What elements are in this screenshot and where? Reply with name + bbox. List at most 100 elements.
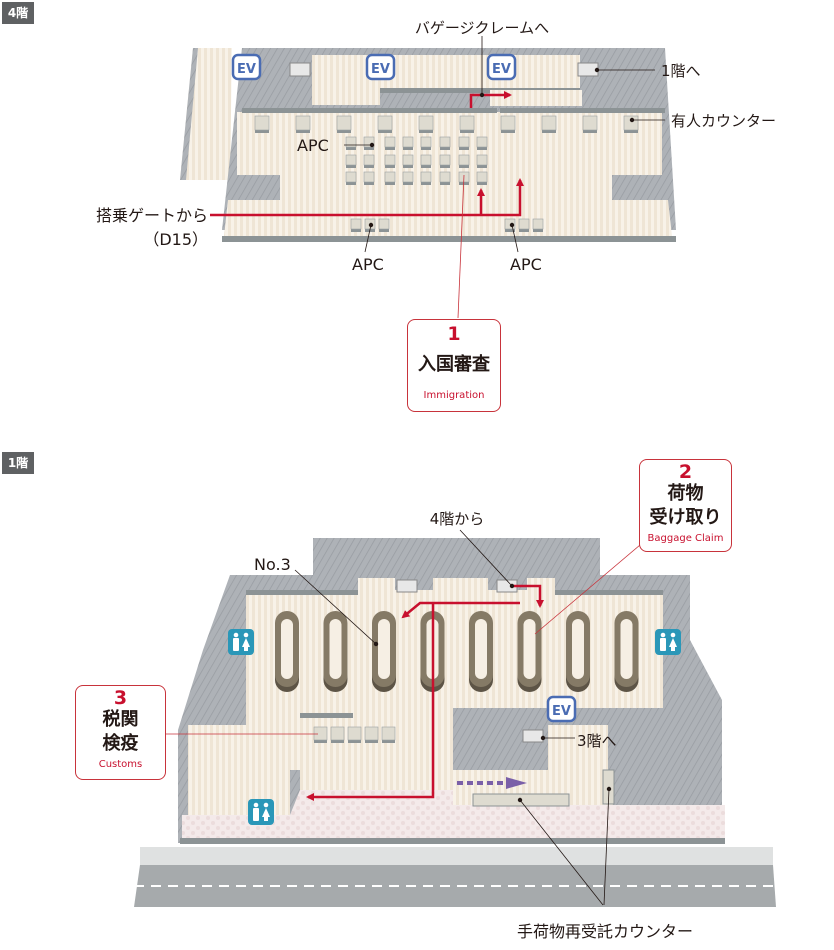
restroom-icon — [248, 799, 274, 825]
callout-title-line2: 検疫 — [102, 733, 139, 754]
apc-kiosk — [476, 154, 488, 168]
apc-kiosk — [350, 218, 362, 232]
apc-kiosk — [363, 136, 375, 150]
apc-kiosk — [439, 171, 451, 185]
carousel — [372, 611, 396, 692]
floor-1f-plan: EV 4階から No.3 3階へ 手荷物再受託カウンター — [134, 510, 776, 941]
callout-subtitle: Customs — [98, 759, 143, 770]
baggage-carousels — [275, 611, 639, 692]
callout-title-line1: 税関 — [102, 709, 139, 730]
apc-kiosk — [504, 218, 516, 232]
apc-kiosk — [420, 154, 432, 168]
label-from-gate: 搭乗ゲートから — [96, 206, 208, 225]
apc-kiosk — [363, 171, 375, 185]
callout-title: 入国審査 — [418, 354, 490, 375]
elevator-icon: EV — [365, 53, 396, 81]
immigration-counter — [336, 115, 352, 133]
callout-subtitle: Baggage Claim — [647, 533, 724, 544]
label-gate-d15: （D15） — [143, 230, 208, 249]
svg-text:EV: EV — [371, 62, 390, 77]
apc-kiosk — [402, 154, 414, 168]
apc-kiosk — [458, 136, 470, 150]
apc-kiosk — [518, 218, 530, 232]
label-rebag-counter: 手荷物再受託カウンター — [517, 922, 693, 941]
customs-counter — [381, 726, 396, 743]
apc-kiosk — [476, 171, 488, 185]
callout-title-line2: 受け取り — [649, 507, 722, 528]
stairs-icon — [522, 729, 544, 743]
apc-kiosk — [402, 136, 414, 150]
apc-kiosk — [532, 218, 544, 232]
apc-kiosk — [420, 136, 432, 150]
svg-text:EV: EV — [492, 62, 511, 77]
apc-kiosk — [402, 171, 414, 185]
apc-kiosk-grid — [345, 136, 488, 185]
step-number: 3 — [113, 687, 128, 709]
apc-kiosk — [363, 154, 375, 168]
label-carousel-no3: No.3 — [254, 555, 291, 574]
label-apc: APC — [297, 136, 329, 155]
elevator-icon: EV — [231, 53, 262, 81]
immigration-counter — [500, 115, 516, 133]
callout-title-line1: 荷物 — [667, 483, 704, 504]
immigration-counter — [295, 115, 311, 133]
carousel — [469, 611, 493, 692]
carousel — [517, 611, 542, 692]
floor-tag-1f: 1階 — [2, 452, 34, 474]
immigration-counter — [377, 115, 393, 133]
immigration-counter — [541, 115, 557, 133]
label-to-baggage-claim: バゲージクレームへ — [415, 19, 549, 37]
counters-top-row — [254, 115, 639, 133]
customs-counter — [330, 726, 345, 743]
elevator-icon: EV — [546, 695, 577, 723]
route-arrows-1f — [306, 584, 544, 801]
immigration-counter — [582, 115, 598, 133]
svg-text:EV: EV — [552, 704, 571, 719]
label-to-1f: 1階へ — [661, 62, 701, 80]
carousel — [275, 611, 299, 692]
callout-subtitle: Immigration — [423, 390, 485, 401]
restroom-icon — [655, 629, 681, 655]
elevator-icon: EV — [486, 53, 517, 81]
apc-kiosk — [378, 218, 390, 232]
callout-baggage-claim: 2 荷物 受け取り Baggage Claim — [639, 459, 732, 552]
label-from-4f: 4階から — [430, 510, 485, 528]
route-arrows-4f — [210, 91, 524, 217]
label-to-3f: 3階へ — [577, 732, 617, 750]
apc-kiosk — [384, 154, 396, 168]
customs-counter — [364, 726, 379, 743]
apc-kiosk — [458, 154, 470, 168]
apc-kiosk — [345, 171, 357, 185]
carousel — [614, 611, 639, 692]
apc-kiosk — [420, 171, 432, 185]
apc-kiosk — [384, 171, 396, 185]
apc-kiosk — [476, 136, 488, 150]
immigration-counter — [418, 115, 434, 133]
callout-immigration: 1 入国審査 Immigration — [407, 319, 501, 412]
svg-text:EV: EV — [237, 62, 256, 77]
floor-4f-plan: EV EV EV バゲージクレームへ 1階へ 有人カウンター — [96, 19, 776, 319]
immigration-counter — [459, 115, 475, 133]
apc-kiosk — [439, 154, 451, 168]
restroom-icon — [228, 629, 254, 655]
customs-counter — [313, 726, 328, 743]
step-number: 2 — [678, 461, 693, 483]
route-arrow-purple — [457, 777, 527, 789]
label-staffed-counter: 有人カウンター — [671, 112, 776, 130]
customs-counter — [347, 726, 362, 743]
carousel — [323, 611, 348, 692]
apc-kiosk — [345, 154, 357, 168]
floor-tag-4f: 4階 — [2, 2, 34, 24]
callout-customs: 3 税関 検疫 Customs — [75, 685, 166, 780]
apc-kiosk — [439, 136, 451, 150]
immigration-counter — [254, 115, 270, 133]
step-number: 1 — [447, 323, 461, 345]
apc-kiosk — [345, 136, 357, 150]
carousel — [566, 611, 590, 692]
stairs-icon — [396, 579, 418, 593]
label-apc: APC — [510, 255, 542, 274]
apc-kiosk — [384, 136, 396, 150]
stairs-icon — [289, 62, 311, 77]
customs-counters — [313, 726, 396, 743]
